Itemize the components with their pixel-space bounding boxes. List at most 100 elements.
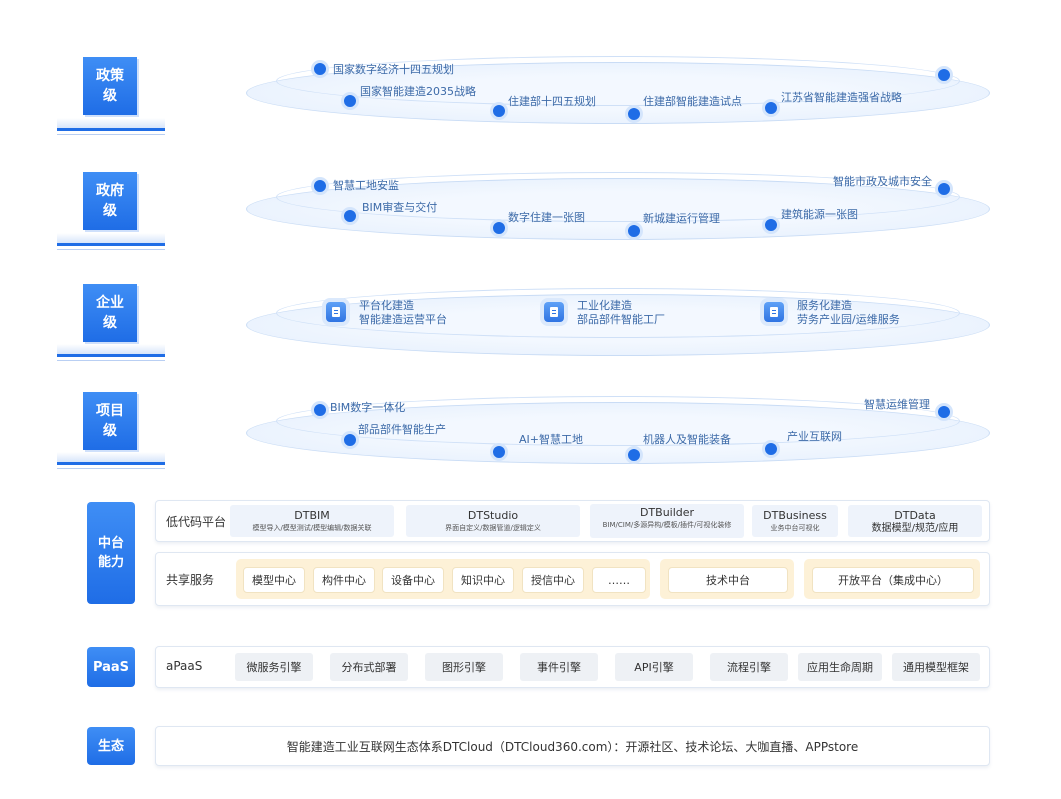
policy-node-dot — [935, 66, 953, 84]
shared-service-model-center[interactable]: 模型中心 — [243, 567, 305, 593]
project-node-label: BIM数字一体化 — [330, 401, 406, 414]
project-node-label: 部品部件智能生产 — [358, 423, 446, 436]
open-platform-button[interactable]: 开放平台（集成中心） — [812, 567, 974, 593]
project-node-dot — [625, 446, 643, 464]
paas-label: PaaS — [87, 647, 135, 687]
enterprise-item-title: 平台化建造 — [359, 299, 414, 312]
paas-item-workflow-engine[interactable]: 流程引擎 — [710, 653, 788, 681]
lowcode-item-desc: 业务中台可视化 — [770, 524, 820, 532]
tier-label-enterprise: 企业 级 — [83, 284, 137, 342]
project-node-dot — [762, 440, 780, 458]
government-node-label: 新城建运行管理 — [643, 212, 720, 225]
industrial-construction-icon — [544, 302, 564, 322]
paas-item-api-engine[interactable]: API引擎 — [615, 653, 693, 681]
project-node-dot — [311, 401, 329, 419]
project-node-dot — [935, 403, 953, 421]
policy-node-dot — [341, 92, 359, 110]
tech-platform-button[interactable]: 技术中台 — [668, 567, 788, 593]
lowcode-panel: 低代码平台 DTBIM 模型导入/模型测试/模型编辑/数据关联 DTStudio… — [155, 500, 990, 542]
platform-construction-icon — [326, 302, 346, 322]
project-node-dot — [341, 431, 359, 449]
government-node-dot — [935, 180, 953, 198]
shared-services-title: 共享服务 — [166, 573, 215, 587]
ellipse-inner-ring — [276, 172, 960, 222]
tier-label-government: 政府 级 — [83, 172, 137, 230]
tier-base-policy — [57, 118, 165, 135]
lowcode-item-dtbim[interactable]: DTBIM 模型导入/模型测试/模型编辑/数据关联 — [230, 505, 394, 537]
shared-service-knowledge-center[interactable]: 知识中心 — [452, 567, 514, 593]
tier-base-government — [57, 233, 165, 250]
government-node-dot — [311, 177, 329, 195]
enterprise-item-subtitle: 部品部件智能工厂 — [577, 313, 665, 326]
paas-item-graphics-engine[interactable]: 图形引擎 — [425, 653, 503, 681]
government-node-dot — [625, 222, 643, 240]
government-ellipse — [246, 172, 990, 248]
project-node-label: 智慧运维管理 — [864, 398, 930, 411]
lowcode-item-dtbuilder[interactable]: DTBuilder BIM/CIM/多源异构/模板/插件/可视化装修 — [590, 504, 744, 538]
lowcode-item-desc: 界面自定义/数据管道/逻辑定义 — [445, 524, 541, 532]
policy-node-dot — [762, 99, 780, 117]
government-node-dot — [490, 219, 508, 237]
ecosystem-label: 生态 — [87, 727, 135, 765]
lowcode-item-dtstudio[interactable]: DTStudio 界面自定义/数据管道/逻辑定义 — [406, 505, 580, 537]
lowcode-item-desc: 模型导入/模型测试/模型编辑/数据关联 — [252, 524, 372, 532]
lowcode-item-dtdata[interactable]: DTData 数据模型/规范/应用 — [848, 505, 982, 537]
shared-service-device-center[interactable]: 设备中心 — [382, 567, 444, 593]
enterprise-item-title: 工业化建造 — [577, 299, 632, 312]
tier-base-enterprise — [57, 344, 165, 361]
shared-service-component-center[interactable]: 构件中心 — [313, 567, 375, 593]
paas-item-microservice[interactable]: 微服务引擎 — [235, 653, 313, 681]
middle-platform-label: 中台 能力 — [87, 502, 135, 604]
tier-base-project — [57, 452, 165, 469]
policy-ellipse — [246, 56, 990, 132]
ellipse-inner-ring — [276, 396, 960, 446]
government-node-label: 建筑能源一张图 — [781, 208, 858, 221]
shared-service-credit-center[interactable]: 授信中心 — [522, 567, 584, 593]
paas-item-app-lifecycle[interactable]: 应用生命周期 — [798, 653, 882, 681]
lowcode-item-name: DTBIM — [294, 509, 330, 522]
lowcode-item-dtbusiness[interactable]: DTBusiness 业务中台可视化 — [752, 505, 838, 537]
government-node-label: 智慧工地安监 — [333, 179, 399, 192]
policy-node-dot — [311, 60, 329, 78]
government-node-dot — [762, 216, 780, 234]
enterprise-item-title: 服务化建造 — [797, 299, 852, 312]
lowcode-item-name: DTData — [894, 509, 936, 522]
shared-service-more[interactable]: …… — [592, 567, 646, 593]
government-node-dot — [341, 207, 359, 225]
project-ellipse — [246, 396, 990, 472]
policy-node-dot — [625, 105, 643, 123]
ellipse-inner-ring — [276, 288, 960, 338]
lowcode-item-name: DTStudio — [467, 509, 519, 522]
project-node-label: 机器人及智能装备 — [643, 433, 731, 446]
ellipse-inner-ring — [276, 56, 960, 106]
policy-node-dot — [490, 102, 508, 120]
shared-services-panel: 共享服务 模型中心 构件中心 设备中心 知识中心 授信中心 …… 技术中台 开放… — [155, 552, 990, 606]
government-node-label: BIM审查与交付 — [362, 201, 438, 214]
lowcode-title: 低代码平台 — [166, 515, 227, 529]
project-node-label: 产业互联网 — [787, 430, 842, 443]
government-node-label: 数字住建一张图 — [508, 211, 585, 224]
enterprise-item-subtitle: 劳务产业园/运维服务 — [797, 313, 900, 326]
policy-node-label: 江苏省智能建造强省战略 — [781, 91, 902, 104]
tier-label-project: 项目 级 — [83, 392, 137, 450]
policy-node-label: 国家数字经济十四五规划 — [333, 63, 454, 76]
project-node-dot — [490, 443, 508, 461]
lowcode-item-name: DTBusiness — [763, 509, 827, 522]
enterprise-item-subtitle: 智能建造运营平台 — [359, 313, 447, 326]
ecosystem-text: 智能建造工业互联网生态体系DTCloud（DTCloud360.com）：开源社… — [286, 740, 859, 754]
ecosystem-panel: 智能建造工业互联网生态体系DTCloud（DTCloud360.com）：开源社… — [155, 726, 990, 766]
paas-item-distributed-deploy[interactable]: 分布式部署 — [330, 653, 408, 681]
lowcode-item-desc: BIM/CIM/多源异构/模板/插件/可视化装修 — [602, 521, 732, 529]
paas-item-event-engine[interactable]: 事件引擎 — [520, 653, 598, 681]
paas-title: aPaaS — [166, 659, 203, 673]
lowcode-item-desc: 数据模型/规范/应用 — [871, 523, 959, 534]
project-node-label: AI+智慧工地 — [519, 433, 583, 446]
paas-item-model-framework[interactable]: 通用模型框架 — [892, 653, 980, 681]
tier-label-policy: 政策 级 — [83, 57, 137, 115]
policy-node-label: 国家智能建造2035战略 — [360, 85, 476, 98]
service-construction-icon — [764, 302, 784, 322]
government-node-label: 智能市政及城市安全 — [833, 175, 932, 188]
paas-panel: aPaaS 微服务引擎 分布式部署 图形引擎 事件引擎 API引擎 流程引擎 应… — [155, 646, 990, 688]
enterprise-ellipse — [246, 288, 990, 364]
policy-node-label: 住建部十四五规划 — [508, 95, 596, 108]
